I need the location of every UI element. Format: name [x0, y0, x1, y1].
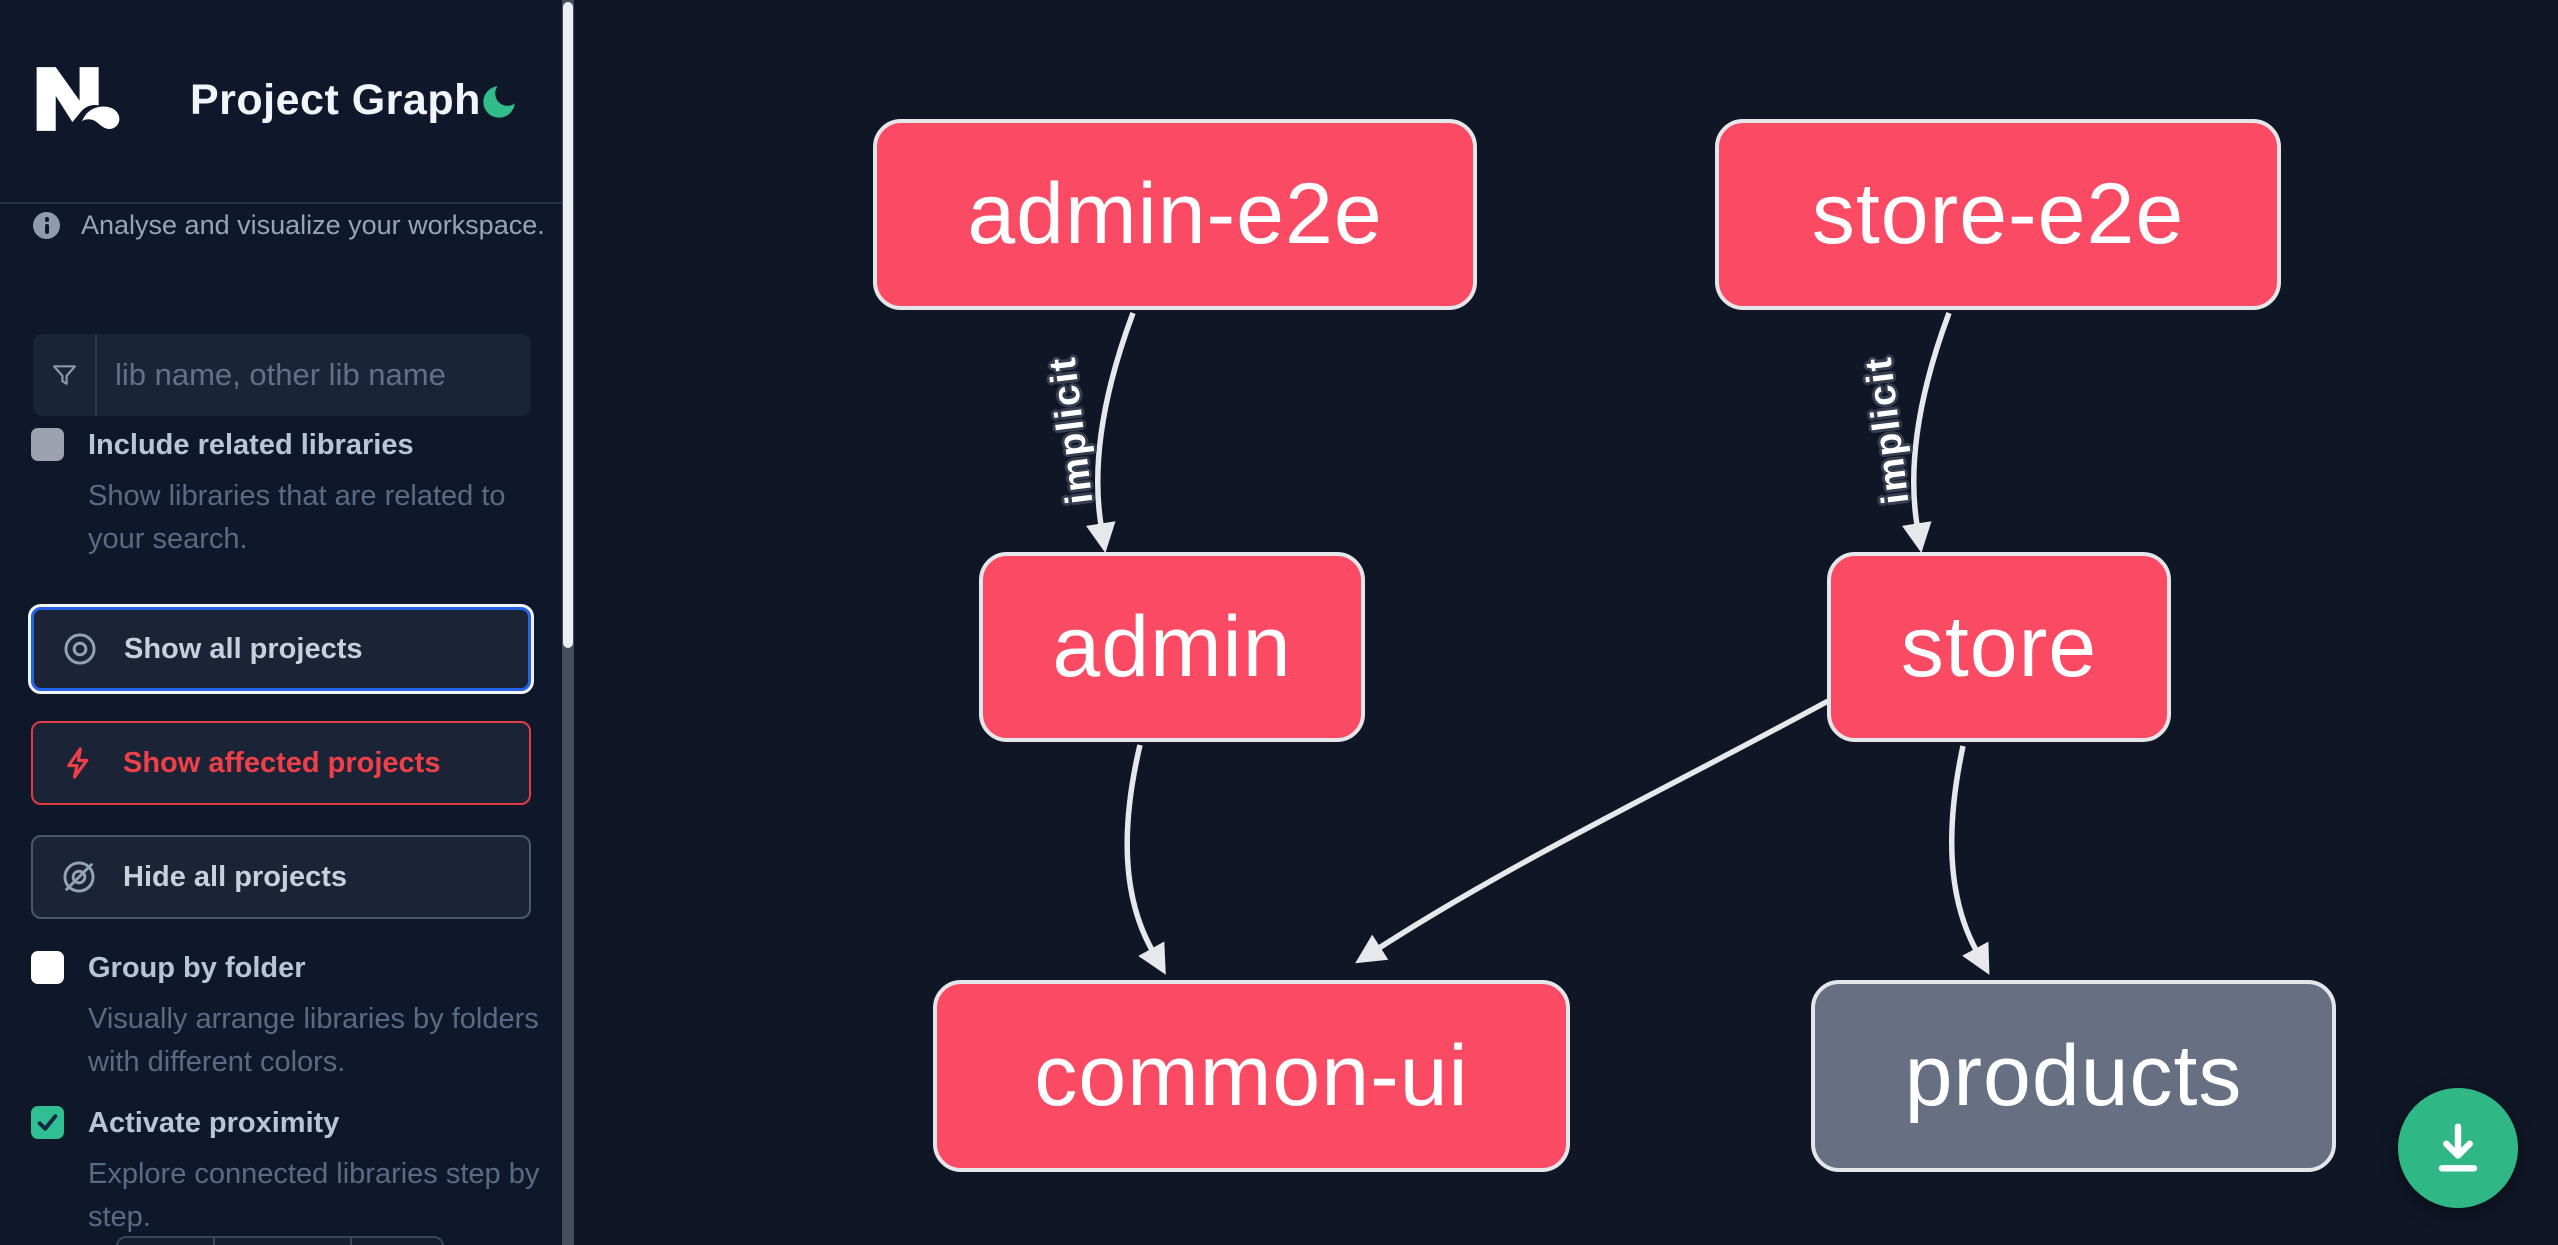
checkbox-description: Show libraries that are related to your …: [88, 480, 506, 555]
eye-icon: [62, 631, 98, 667]
info-icon: [33, 212, 60, 239]
node-admin[interactable]: admin: [979, 552, 1365, 742]
node-admin-e2e[interactable]: admin-e2e: [873, 119, 1477, 310]
edges-layer: [1086, 312, 1990, 975]
proximity-depth-stepper[interactable]: [116, 1236, 444, 1245]
include-related-libraries-row: Include related libraries Show libraries…: [31, 428, 536, 558]
sidebar-header: Project Graph: [0, 0, 562, 204]
stepper-decrement[interactable]: [118, 1238, 215, 1245]
sidebar: Project Graph Analyse and visualize your…: [0, 0, 562, 1245]
page-title: Project Graph: [190, 76, 481, 124]
download-icon: [2438, 1123, 2478, 1172]
stepper-value: [215, 1238, 352, 1245]
workspace-tagline-row: Analyse and visualize your workspace.: [33, 210, 545, 241]
checkbox-label: Group by folder: [88, 952, 306, 984]
node-store[interactable]: store: [1827, 552, 2171, 742]
search-box: [33, 334, 531, 416]
node-products[interactable]: products: [1811, 980, 2336, 1172]
show-affected-projects-button[interactable]: Show affected projects: [31, 721, 531, 805]
button-label: Hide all projects: [123, 860, 348, 893]
activate-proximity-checkbox[interactable]: [31, 1106, 64, 1139]
download-image-button[interactable]: [2398, 1088, 2518, 1208]
sidebar-scrollbar-track[interactable]: [562, 0, 574, 1245]
group-by-folder-row: Group by folder Visually arrange librari…: [31, 951, 539, 1091]
checkbox-label: Activate proximity: [88, 1107, 340, 1139]
nx-logo: [36, 67, 120, 131]
bolt-icon: [61, 745, 97, 781]
graph-canvas[interactable]: implicit implicit admin-e2e store-e2e ad…: [574, 0, 2558, 1245]
edge-store-common-ui: [1355, 697, 1832, 964]
button-label: Show affected projects: [123, 746, 441, 779]
check-icon: [37, 1114, 58, 1131]
tagline-text: Analyse and visualize your workspace.: [81, 210, 545, 240]
show-all-projects-button[interactable]: Show all projects: [28, 604, 534, 694]
node-common-ui[interactable]: common-ui: [933, 980, 1570, 1172]
checkbox-label: Include related libraries: [88, 429, 414, 461]
filter-icon: [33, 334, 97, 416]
eye-off-icon: [61, 859, 97, 895]
checkbox-description: Explore connected libraries step by step…: [88, 1158, 540, 1233]
hide-all-projects-button[interactable]: Hide all projects: [31, 835, 531, 919]
edge-store-e2e-store: [1902, 312, 1952, 553]
group-by-folder-checkbox[interactable]: [31, 951, 64, 984]
activate-proximity-row: Activate proximity Explore connected lib…: [31, 1106, 539, 1245]
node-store-e2e[interactable]: store-e2e: [1715, 119, 2281, 310]
button-label: Show all projects: [124, 632, 363, 665]
include-related-libraries-checkbox[interactable]: [31, 428, 64, 461]
sidebar-scrollbar-thumb[interactable]: [563, 2, 573, 648]
checkbox-description: Visually arrange libraries by folders wi…: [88, 1003, 539, 1078]
edge-store-products: [1948, 745, 1990, 975]
edge-admin-e2e-admin: [1086, 312, 1136, 553]
edge-admin-common-ui: [1124, 744, 1166, 975]
theme-toggle-moon-icon[interactable]: [478, 80, 520, 124]
search-input[interactable]: [97, 334, 531, 416]
